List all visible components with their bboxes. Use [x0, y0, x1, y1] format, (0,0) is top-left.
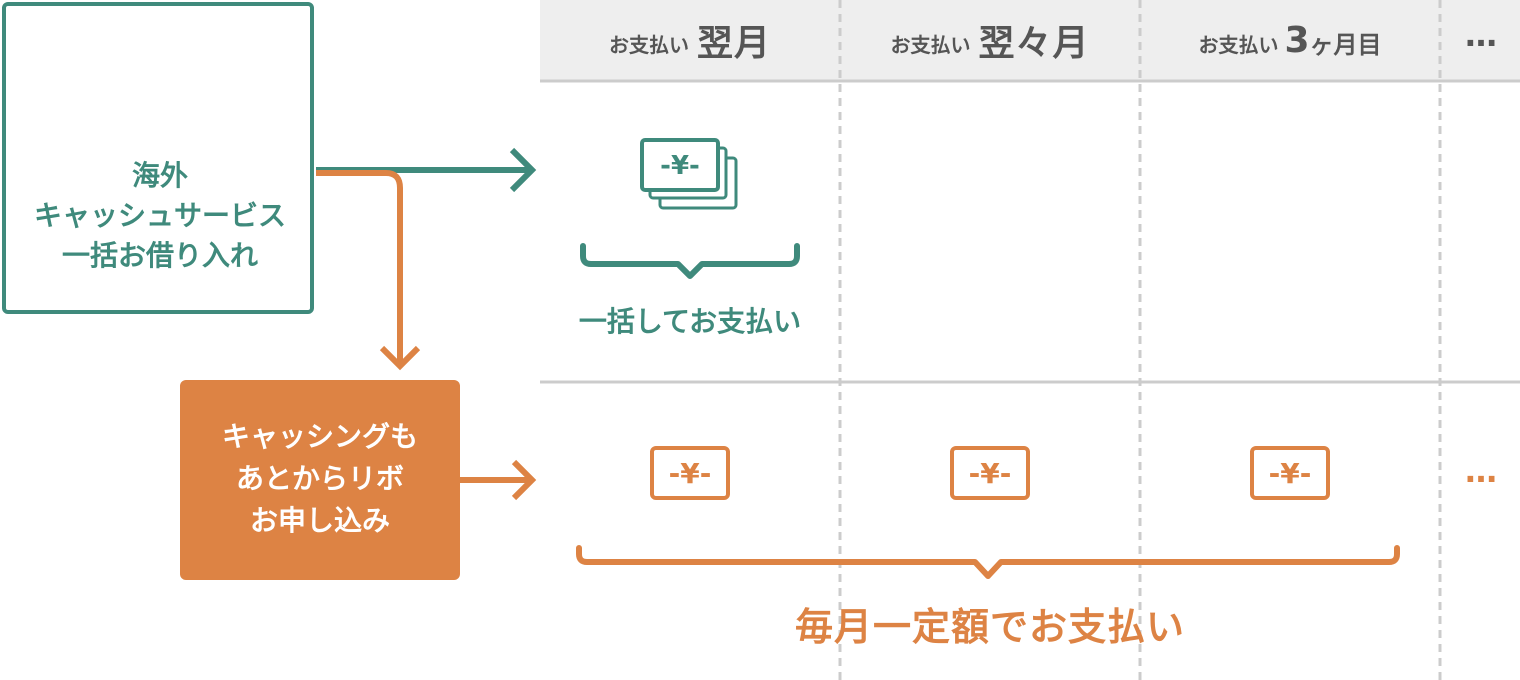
- source-line: 海外: [131, 159, 188, 192]
- revolving-application-box: [180, 380, 460, 580]
- lump-sum-brace: [580, 243, 800, 279]
- column-header-prefix: お支払い: [890, 32, 971, 57]
- lump-sum-label: 一括してお支払い: [578, 305, 802, 338]
- yen-bill-icon: [650, 446, 730, 500]
- revolving-branch-line: [316, 170, 403, 364]
- yen-bill-icon: [950, 446, 1030, 500]
- column-header-label: 翌々月: [978, 23, 1090, 64]
- option-line: あとからリボ: [235, 462, 404, 495]
- source-line: キャッシュサービス: [33, 199, 286, 232]
- revolving-application-label: キャッシングも あとからリボ お申し込み: [180, 416, 460, 542]
- column-header-more: …: [1465, 16, 1499, 54]
- column-header-next-month: お支払い 翌月: [540, 0, 840, 80]
- option-line: キャッシングも: [221, 420, 418, 453]
- source-line: 一括お借り入れ: [61, 239, 258, 272]
- monthly-arrow-head: [511, 459, 537, 501]
- column-header-prefix: お支払い: [608, 32, 689, 57]
- monthly-brace: [576, 545, 1400, 579]
- column-header-prefix: お支払い: [1198, 32, 1279, 57]
- monthly-continuation: …: [1465, 452, 1499, 490]
- revolving-branch-arrow-head: [379, 345, 421, 371]
- column-header-number: 3: [1284, 19, 1310, 61]
- overseas-cash-service-label: 海外 キャッシュサービス 一括お借り入れ: [2, 156, 318, 276]
- column-header-label: ヶ月目: [1309, 30, 1382, 59]
- lump-sum-arrow-head: [509, 147, 537, 193]
- schedule-header-band: [540, 0, 1520, 80]
- column-header-third-month: お支払い 3 ヶ月目: [1140, 0, 1440, 80]
- column-header-month-after-next: お支払い 翌々月: [840, 0, 1140, 80]
- yen-bills-stack-icon: [640, 138, 738, 210]
- yen-bill-icon: [1250, 446, 1330, 500]
- column-header-label: 翌月: [696, 23, 771, 64]
- option-line: お申し込み: [249, 504, 390, 537]
- overseas-cash-service-box: [2, 2, 314, 314]
- monthly-payment-label: 毎月一定額でお支払い: [794, 605, 1185, 649]
